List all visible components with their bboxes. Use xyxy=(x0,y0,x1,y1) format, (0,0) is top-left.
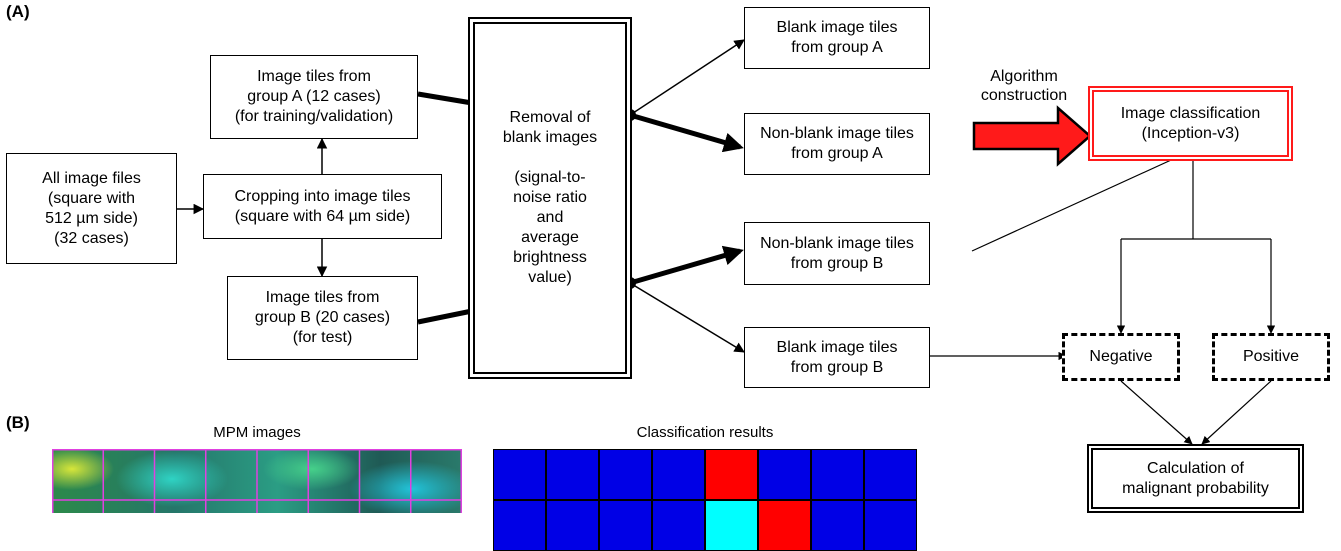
classification-cell xyxy=(599,500,652,551)
classification-cell xyxy=(811,449,864,500)
nonblank-a-box: Non-blank image tiles from group A xyxy=(744,113,930,175)
mpm-images-title: MPM images xyxy=(213,424,301,441)
classification-cell xyxy=(546,449,599,500)
classification-cell xyxy=(599,449,652,500)
removal-box: Removal of blank images (signal-to- nois… xyxy=(468,17,632,379)
arrow-to-nonblank-b xyxy=(629,245,744,286)
negative-box: Negative xyxy=(1062,333,1180,381)
classification-cell xyxy=(652,500,705,551)
classification-cell xyxy=(758,449,811,500)
panel-a-label: (A) xyxy=(6,2,30,21)
classification-cell xyxy=(705,449,758,500)
group-b-box: Image tiles from group B (20 cases) (for… xyxy=(227,276,418,360)
classification-cell xyxy=(758,500,811,551)
classification-cell xyxy=(652,449,705,500)
classification-cell xyxy=(705,500,758,551)
algorithm-construction-arrow xyxy=(972,105,1092,167)
classification-cell xyxy=(864,449,917,500)
arrow-positive-to-calculation xyxy=(1201,380,1272,445)
mpm-tile-grid xyxy=(52,449,462,513)
classification-cell xyxy=(864,500,917,551)
blank-a-box: Blank image tiles from group A xyxy=(744,7,930,69)
flowchart-diagram: (A) (B) All image files (square with 512… xyxy=(6,2,1330,551)
positive-box: Positive xyxy=(1212,333,1330,381)
nonblank-b-box: Non-blank image tiles from group B xyxy=(744,222,930,285)
arrow-to-nonblank-a xyxy=(629,112,744,153)
line-group-a-to-removal xyxy=(417,91,473,106)
classification-results-title: Classification results xyxy=(636,424,774,441)
group-a-box: Image tiles from group A (12 cases) (for… xyxy=(210,55,418,139)
blank-b-box: Blank image tiles from group B xyxy=(744,327,930,388)
arrow-to-blank-a xyxy=(629,39,745,116)
cropping-box: Cropping into image tiles (square with 6… xyxy=(203,174,442,239)
classification-cell xyxy=(811,500,864,551)
classification-grid xyxy=(493,449,917,551)
calculation-box: Calculation of malignant probability xyxy=(1087,444,1304,513)
arrow-to-blank-b xyxy=(629,282,745,353)
line-group-b-to-removal xyxy=(417,308,473,325)
algorithm-construction-label: Algorithm construction xyxy=(980,68,1068,104)
line-classification-to-nonblank-b xyxy=(971,149,1194,252)
classification-cell xyxy=(546,500,599,551)
classification-cell xyxy=(493,500,546,551)
panel-b-label: (B) xyxy=(6,413,30,432)
classification-cell xyxy=(493,449,546,500)
classification-box: Image classification (Inception-v3) xyxy=(1088,86,1293,161)
all-image-files-box: All image files (square with 512 µm side… xyxy=(6,153,177,264)
arrow-negative-to-calculation xyxy=(1120,380,1193,445)
